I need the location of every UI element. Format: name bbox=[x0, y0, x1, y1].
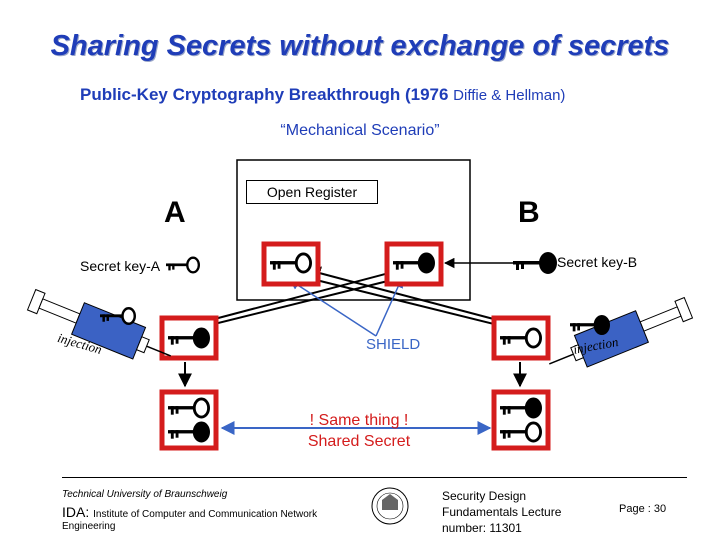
key-icon bbox=[166, 256, 200, 274]
shared-secret-text: Shared Secret bbox=[307, 433, 411, 450]
same-thing-label: ! Same thing ! Shared Secret bbox=[280, 410, 438, 452]
footer-engineering: Engineering bbox=[62, 521, 116, 532]
syringe-icon bbox=[26, 288, 171, 360]
footer-institute: Institute of Computer and Communication … bbox=[93, 509, 318, 520]
shield-pointer-right bbox=[375, 277, 403, 337]
syringe-icon bbox=[549, 296, 694, 368]
key-icon bbox=[513, 252, 557, 274]
b-result-box bbox=[491, 389, 551, 451]
footer-ida-label: IDA: bbox=[62, 504, 90, 520]
secret-key-a-label: Secret key-A bbox=[80, 258, 161, 274]
footer-course-line1: Security Design bbox=[442, 489, 527, 503]
a-result-box bbox=[159, 389, 219, 451]
footer-university: Technical University of Braunschweig bbox=[62, 489, 228, 500]
subtitle-main: Public-Key Cryptography Breakthrough bbox=[80, 85, 401, 104]
shield-pointer-left bbox=[289, 279, 377, 337]
party-b-label: B bbox=[518, 196, 540, 229]
page-number: Page : 30 bbox=[619, 503, 667, 515]
secret-key-b-label: Secret key-B bbox=[557, 254, 638, 270]
register-to-b-arrow bbox=[299, 275, 520, 334]
slide-title: Sharing Secrets without exchange of secr… bbox=[50, 30, 670, 62]
same-thing-text: ! Same thing ! bbox=[309, 412, 409, 429]
footer-course-line2: Fundamentals Lecture bbox=[442, 505, 562, 519]
shield-label: SHIELD bbox=[366, 336, 421, 353]
footer-divider bbox=[62, 477, 687, 478]
footer-course: Security Design Fundamentals Lecture num… bbox=[442, 488, 561, 536]
open-register-label: Open Register bbox=[246, 180, 378, 204]
university-seal-icon bbox=[371, 487, 409, 525]
scenario-label: “Mechanical Scenario” bbox=[280, 122, 440, 139]
subtitle-authors: Diffie & Hellman) bbox=[453, 87, 566, 104]
footer-course-line3: number: 11301 bbox=[442, 521, 522, 535]
b-to-register-arrow bbox=[306, 266, 521, 327]
party-a-label: A bbox=[164, 196, 186, 229]
footer-ida: IDA: Institute of Computer and Communica… bbox=[62, 504, 317, 520]
register-to-a-arrow bbox=[188, 275, 409, 334]
subtitle: Public-Key Cryptography Breakthrough (19… bbox=[80, 85, 565, 105]
a-to-register-arrow bbox=[187, 264, 410, 327]
subtitle-year: (1976 bbox=[404, 85, 449, 104]
